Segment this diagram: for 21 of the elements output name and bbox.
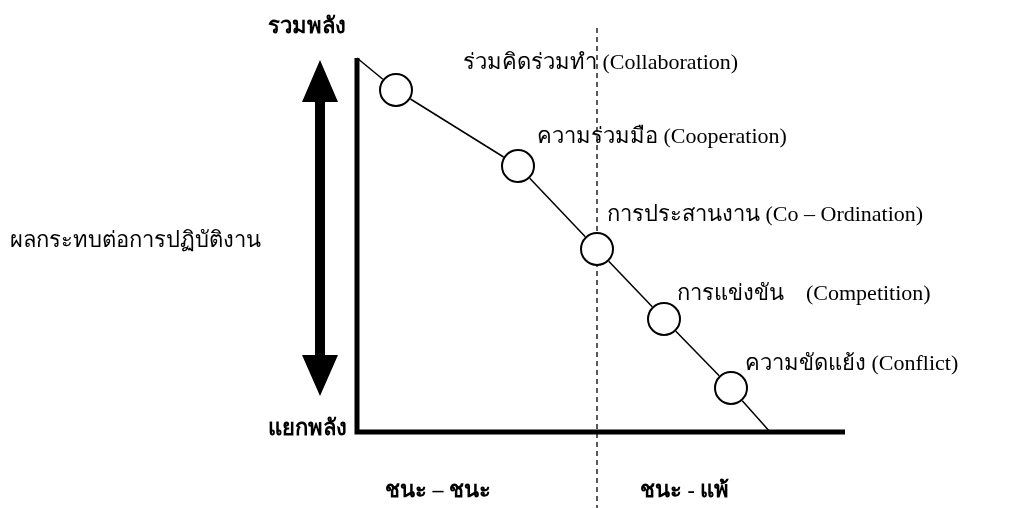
connector-line [741,399,771,433]
circle-marker [714,371,748,405]
circle-marker [501,149,535,183]
connector-line [608,260,653,308]
stage-label: การประสานงาน (Co – Ordination) [607,202,924,227]
circle-marker [647,302,681,336]
stage-label: ความขัดแย้ง (Conflict) [745,351,959,376]
axis-label: รวมพลัง [268,14,346,39]
axis-label: แยกพลัง [268,416,347,441]
axis-title: ผลกระทบต่อการปฏิบัติงาน [10,228,261,253]
circle-marker [379,73,413,107]
stage-label: ความร่วมมือ (Cooperation) [537,124,787,149]
zone-label: ชนะ – ชนะ [385,478,491,503]
circle-marker [580,232,614,266]
stage-label: การแข่งขัน (Competition) [677,281,931,306]
connector-line [528,177,587,238]
zone-label: ชนะ - แพ้ [640,478,730,503]
connector-line [409,98,505,158]
connector-line [675,330,720,377]
connector-line [356,57,384,80]
stage-label: ร่วมคิดร่วมทำ (Collaboration) [463,50,739,75]
